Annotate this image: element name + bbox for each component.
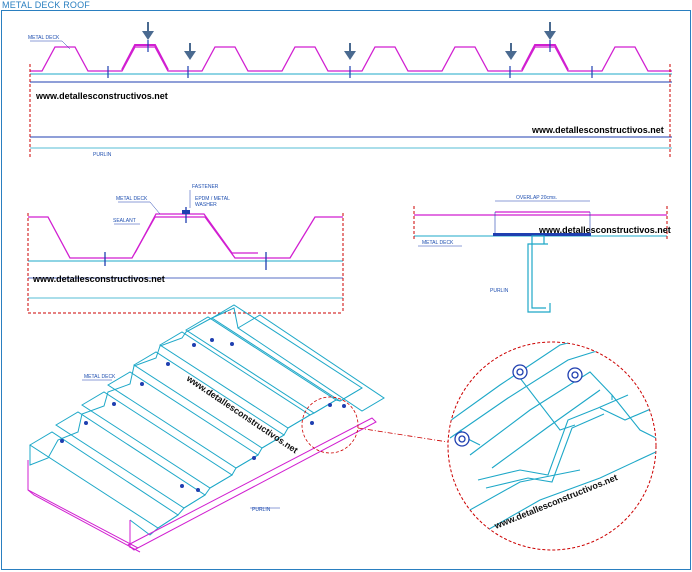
right-label-overlap: OVERLAP 20cms. bbox=[516, 195, 557, 201]
iso-label-metal-deck: METAL DECK bbox=[84, 374, 116, 380]
top-label-purlin: PURLIN bbox=[93, 152, 112, 158]
detail-right: OVERLAP 20cms. METAL DECK PURLIN www.det… bbox=[413, 195, 671, 313]
iso-deck-ribs bbox=[29, 304, 385, 529]
top-deck-overlap-left bbox=[121, 44, 169, 71]
isometric-view: METAL DECK PURLIN www.detallesconstructi… bbox=[27, 304, 449, 553]
iso-deck-front bbox=[129, 387, 363, 536]
iso-deck-edge bbox=[29, 307, 239, 466]
iso-purlin bbox=[27, 417, 377, 553]
section-top: METAL DECK PURLIN www.detallesconstructi… bbox=[28, 22, 672, 158]
drawing-frame bbox=[1, 10, 691, 570]
detail-left: METAL DECK FASTENER EPDM / METAL WASHER … bbox=[27, 184, 344, 314]
iso-detail-marker bbox=[301, 396, 359, 454]
top-label-metal-deck: METAL DECK bbox=[28, 35, 60, 41]
top-fasteners bbox=[107, 40, 593, 78]
zoom-circle bbox=[447, 341, 657, 551]
left-fasteners bbox=[104, 207, 267, 270]
left-label-metal-deck: METAL DECK bbox=[116, 196, 148, 202]
right-purlin-c-section bbox=[527, 235, 551, 313]
left-deck-overlap bbox=[134, 213, 258, 254]
left-label-fastener: FASTENER bbox=[192, 184, 219, 190]
drawing-title: METAL DECK ROOF bbox=[2, 0, 90, 10]
top-deck-overlap-right bbox=[521, 44, 569, 71]
left-watermark: www.detallesconstructivos.net bbox=[32, 274, 165, 284]
left-deck-profile bbox=[28, 216, 343, 259]
iso-fasteners bbox=[60, 338, 346, 492]
top-watermark-right: www.detallesconstructivos.net bbox=[531, 125, 664, 135]
zoom-detail: www.detallesconstructivos.net bbox=[447, 341, 657, 551]
iso-watermark: www.detallesconstructivos.net bbox=[184, 373, 300, 455]
top-watermark-left: www.detallesconstructivos.net bbox=[35, 91, 168, 101]
left-label-sealant: SEALANT bbox=[113, 218, 136, 224]
right-label-metal-deck: METAL DECK bbox=[422, 240, 454, 246]
left-label-washer-2: WASHER bbox=[195, 202, 217, 208]
load-arrows bbox=[142, 22, 556, 60]
right-label-purlin: PURLIN bbox=[490, 288, 509, 294]
left-label-washer-1: EPDM / METAL bbox=[195, 196, 230, 202]
right-watermark: www.detallesconstructivos.net bbox=[538, 225, 671, 235]
zoom-bolts bbox=[454, 364, 583, 447]
iso-label-purlin: PURLIN bbox=[252, 507, 271, 513]
